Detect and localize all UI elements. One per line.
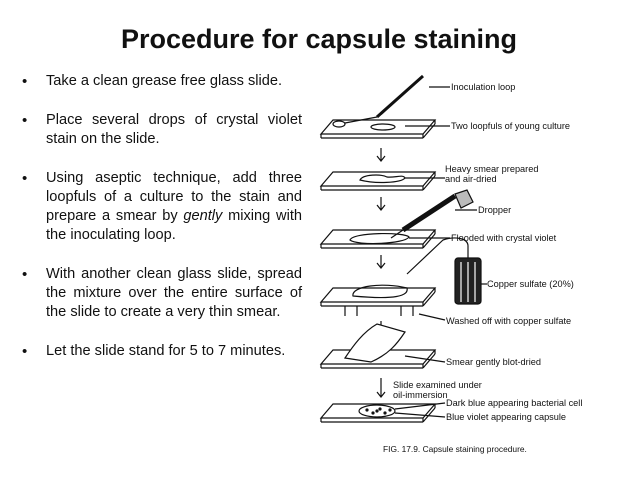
glass-slide-icon (319, 119, 437, 139)
label-dark-blue: Dark blue appearing bacterial cell (446, 398, 582, 408)
arrow-down-icon (376, 197, 386, 211)
wash-bottle-icon (406, 237, 482, 305)
runoff-icon (344, 306, 414, 316)
glass-slide-icon (319, 229, 437, 249)
bullet-text: Let the slide stand for 5 to 7 minutes. (46, 343, 286, 359)
label-examined-1: Slide examined under (393, 380, 482, 390)
bullet-text: Take a clean grease free glass slide. (46, 73, 283, 89)
glass-slide-icon (319, 287, 437, 307)
label-heavy-smear-2: and air-dried (445, 174, 497, 184)
bacterial-cells-icon (365, 407, 392, 415)
label-copper-sulfate: Copper sulfate (20%) (487, 279, 574, 289)
procedure-diagram: Inoculation loop Two loopfuls of young c… (319, 74, 582, 454)
bullet-text: With another clean glass slide, spread t… (46, 266, 302, 320)
arrow-down-icon (376, 378, 386, 398)
bullet-text: Place several drops of crystal violet st… (46, 112, 302, 147)
capsule-staining-figure: Inoculation loop Two loopfuls of young c… (305, 62, 625, 466)
bullet-emphasis: gently (183, 208, 223, 224)
bullet-item: Take a clean grease free glass slide. (20, 72, 302, 91)
procedure-list: Take a clean grease free glass slide. Pl… (20, 72, 302, 381)
label-two-loopfuls: Two loopfuls of young culture (451, 121, 570, 131)
washed-smear-icon (352, 284, 408, 299)
stained-smear-icon (358, 404, 396, 418)
label-heavy-smear-1: Heavy smear prepared (445, 164, 538, 174)
label-blue-violet: Blue violet appearing capsule (446, 412, 566, 422)
label-washed-off: Washed off with copper sulfate (446, 316, 571, 326)
label-blot-dried: Smear gently blot-dried (446, 357, 541, 367)
label-inoculation-loop: Inoculation loop (451, 82, 515, 92)
glass-slide-icon (319, 403, 437, 423)
label-flooded: Flooded with crystal violet (451, 233, 557, 243)
bullet-text-start: Using aseptic technique, add three loopf… (46, 170, 302, 224)
bullet-item: With another clean glass slide, spread t… (20, 265, 302, 322)
slide-title: Procedure for capsule staining (120, 24, 518, 54)
inoculation-loop-icon (332, 74, 424, 128)
arrow-down-icon (376, 255, 386, 269)
label-examined-2: oil-immersion (393, 390, 448, 400)
stain-pool-icon (349, 232, 410, 245)
glass-slide-icon (319, 349, 437, 369)
culture-drop-icon (370, 123, 396, 131)
figure-caption: FIG. 17.9. Capsule staining procedure. (383, 444, 527, 454)
bullet-item: Let the slide stand for 5 to 7 minutes. (20, 342, 302, 361)
dropper-icon (390, 189, 474, 239)
bullet-text-end: mixing with the inoculating loop. (46, 208, 302, 243)
label-dropper: Dropper (478, 205, 511, 215)
arrow-down-icon (376, 148, 386, 162)
blotting-paper-icon (343, 323, 406, 363)
smear-icon (359, 174, 406, 184)
bullet-item: Using aseptic technique, add three loopf… (20, 169, 302, 245)
bullet-item: Place several drops of crystal violet st… (20, 111, 302, 149)
